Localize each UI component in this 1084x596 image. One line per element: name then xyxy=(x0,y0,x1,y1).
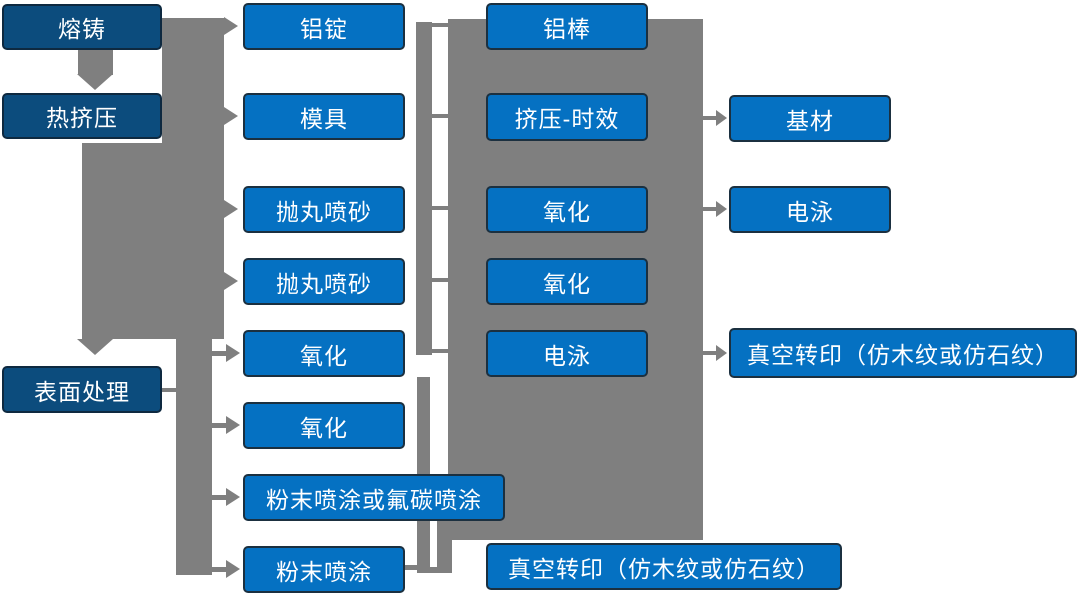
node-extrusion-aging: 挤压-时效 xyxy=(486,93,648,141)
node-surface-treatment: 表面处理 xyxy=(2,366,162,413)
node-oxidation-2: 氧化 xyxy=(243,402,405,449)
connector-line-electrophoresis-2 xyxy=(703,207,716,211)
node-mold: 模具 xyxy=(243,93,405,140)
connector-lower-right-strip xyxy=(437,521,452,573)
connector-left-trunk-strip xyxy=(176,339,212,575)
node-shot-blasting-1: 抛丸喷砂 xyxy=(243,186,405,233)
arrowhead-vacuum-transfer-right xyxy=(716,345,727,361)
arrowhead-shot-blasting-1 xyxy=(224,200,238,218)
arrowhead-aluminum-ingot xyxy=(224,17,238,35)
connector-powder-coating-stub xyxy=(405,565,419,570)
arrowhead-mold xyxy=(224,107,238,125)
node-substrate: 基材 xyxy=(729,95,891,142)
node-oxidation-1: 氧化 xyxy=(243,330,405,377)
connector-lower-bottom-bar xyxy=(417,567,452,573)
connector-melt-to-extrusion xyxy=(78,48,113,75)
connector-line-powder-coating xyxy=(212,567,227,572)
arrowhead-oxidation-1 xyxy=(226,344,240,362)
connector-line-vacuum-transfer-right xyxy=(703,351,716,355)
connector-mid-stub-oxidation-4 xyxy=(432,278,448,282)
arrowhead-powder-coating xyxy=(226,560,240,578)
node-powder-coating: 粉末喷涂 xyxy=(243,546,405,593)
node-oxidation-3: 氧化 xyxy=(486,186,648,233)
connector-mid-stub-oxidation-3 xyxy=(432,206,448,210)
connector-mid-stub-extrusion-aging xyxy=(432,114,448,118)
connector-mid-stub-aluminum-rod xyxy=(432,23,448,27)
node-vacuum-transfer-print-bottom: 真空转印（仿木纹或仿石纹） xyxy=(486,543,842,590)
connector-line-oxidation-2 xyxy=(212,423,227,428)
node-aluminum-rod: 铝棒 xyxy=(486,3,648,50)
connector-top-elbow xyxy=(162,18,224,143)
connector-left-trunk-block xyxy=(82,143,224,339)
connector-line-oxidation-1 xyxy=(212,351,227,356)
node-shot-blasting-2: 抛丸喷砂 xyxy=(243,258,405,305)
arrowhead-substrate xyxy=(716,110,727,126)
node-melt-casting: 熔铸 xyxy=(2,4,162,50)
connector-surface-treatment-stub xyxy=(162,388,178,392)
arrowhead-oxidation-2 xyxy=(226,416,240,434)
arrowhead-powder-fluorocarbon xyxy=(226,488,240,506)
arrowhead-electrophoresis-2 xyxy=(716,201,727,217)
connector-line-substrate xyxy=(703,116,716,120)
connector-mid-band-upper xyxy=(416,22,432,355)
node-hot-extrusion: 热挤压 xyxy=(2,93,162,139)
arrowhead-down-hot-extrusion xyxy=(77,74,113,90)
node-oxidation-4: 氧化 xyxy=(486,258,648,305)
connector-mid-stub-electrophoresis xyxy=(432,349,448,353)
node-vacuum-transfer-print-right: 真空转印（仿木纹或仿石纹） xyxy=(729,328,1077,378)
node-electrophoresis-2: 电泳 xyxy=(729,186,891,233)
arrowhead-shot-blasting-2 xyxy=(224,272,238,290)
node-aluminum-ingot: 铝锭 xyxy=(243,3,405,50)
connector-line-powder-fluorocarbon xyxy=(212,495,227,500)
node-powder-or-fluorocarbon-coating: 粉末喷涂或氟碳喷涂 xyxy=(243,474,505,521)
arrowhead-down-surface-treatment xyxy=(77,339,113,355)
node-electrophoresis-1: 电泳 xyxy=(486,330,648,377)
